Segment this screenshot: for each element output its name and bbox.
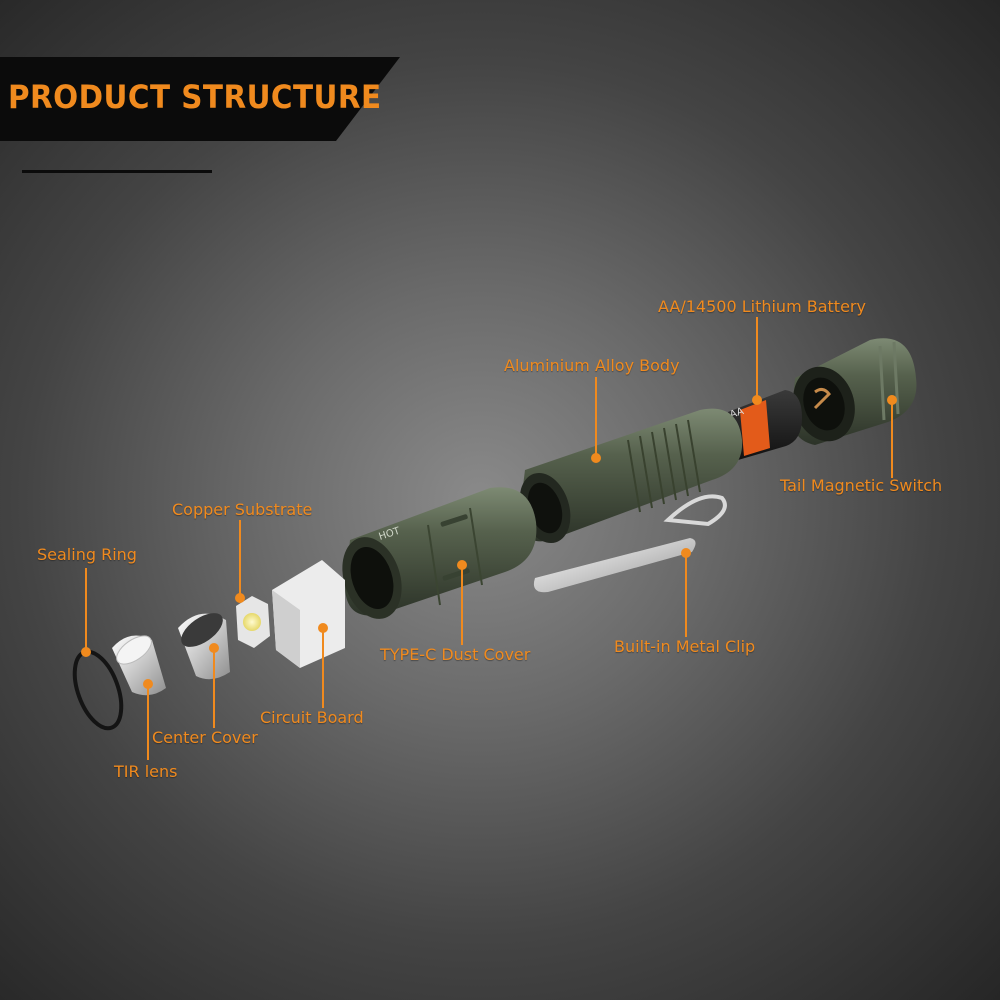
callout-tir-lens: TIR lens [114,762,177,781]
metal-clip-marker [682,549,690,557]
center-cover-part [175,606,230,679]
alloy-body [511,409,742,550]
tir-lens-marker [144,680,152,688]
callout-sealing-ring: Sealing Ring [37,545,137,564]
tir-lens-part [112,630,166,695]
battery-marker [753,396,761,404]
head-tube: HOT [332,487,536,626]
typec-cover-marker [458,561,466,569]
callout-copper-substrate: Copper Substrate [172,500,312,519]
callout-tail-switch: Tail Magnetic Switch [780,476,942,495]
center-cover-marker [210,644,218,652]
callout-battery: AA/14500 Lithium Battery [658,297,866,316]
callout-center-cover: Center Cover [152,728,258,747]
copper-marker [236,594,244,602]
copper-substrate-part [236,596,270,648]
sealing-ring-marker [82,648,90,656]
callout-typec-cover: TYPE-C Dust Cover [380,645,530,664]
circuit-board-part [272,560,345,668]
callout-circuit-board: Circuit Board [260,708,364,727]
callout-metal-clip: Built-in Metal Clip [614,637,755,656]
callout-alloy-body: Aluminium Alloy Body [504,356,680,375]
circuit-board-marker [319,624,327,632]
alloy-body-marker [592,454,600,462]
tail-magnetic-switch [784,338,917,449]
tail-switch-marker [888,396,896,404]
